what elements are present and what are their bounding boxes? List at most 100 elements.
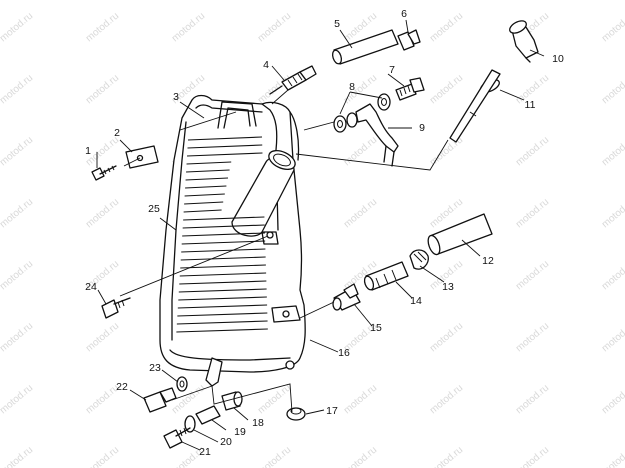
tank-rib <box>176 328 268 333</box>
tank-rib <box>185 177 229 181</box>
tank-rib <box>182 232 265 237</box>
callout-12: 12 <box>482 255 494 267</box>
watermark-text: motod.ru <box>514 445 551 468</box>
fitting-18 <box>221 391 243 411</box>
tank-rib <box>186 161 232 165</box>
bolt-7 <box>395 77 425 101</box>
watermark-text: motod.ru <box>342 73 379 107</box>
watermark-text: motod.ru <box>428 383 465 417</box>
callout-25: 25 <box>148 203 160 215</box>
sleeve-19 <box>195 405 221 425</box>
tank-rib <box>179 280 267 285</box>
watermark-text: motod.ru <box>84 11 121 45</box>
watermark-text: motod.ru <box>0 197 35 231</box>
screw-1 <box>91 165 117 181</box>
watermark-text: motod.ru <box>600 383 625 417</box>
callout-11: 11 <box>525 99 536 111</box>
tank-rib <box>187 136 263 141</box>
tank-ribs <box>176 136 268 333</box>
callout-22: 22 <box>116 381 128 393</box>
callout-7: 7 <box>389 64 395 76</box>
watermark-text: motod.ru <box>428 445 465 468</box>
hose-12 <box>427 213 493 256</box>
tank-rib <box>177 312 268 317</box>
watermark-text: motod.ru <box>514 321 551 355</box>
hose-5 <box>331 29 399 65</box>
tank-rib <box>187 152 263 157</box>
watermark-text: motod.ru <box>170 11 207 45</box>
clamp-13 <box>409 249 429 270</box>
watermark-text: motod.ru <box>84 445 121 468</box>
callout-labels: 1 2 3 4 5 6 7 8 9 10 11 12 13 14 15 16 1… <box>85 8 564 458</box>
watermark-text: motod.ru <box>342 383 379 417</box>
tank-rib <box>176 320 268 325</box>
tank-rib <box>183 209 222 213</box>
nipple-6 <box>397 29 421 51</box>
callout-15: 15 <box>370 322 382 334</box>
leader-lines <box>96 19 545 451</box>
tank-rib <box>179 272 267 277</box>
callout-13: 13 <box>442 281 454 293</box>
fitting-14 <box>363 261 409 291</box>
watermark-text: motod.ru <box>342 197 379 231</box>
watermark-text: motod.ru <box>428 321 465 355</box>
watermark-text: motod.ru <box>0 445 35 468</box>
washer-23 <box>176 376 188 392</box>
callout-14: 14 <box>410 295 422 307</box>
callout-6: 6 <box>401 8 407 20</box>
tank-rib <box>187 144 263 149</box>
watermark-text: motod.ru <box>600 197 625 231</box>
tank-rib <box>184 201 224 205</box>
tank-rib <box>178 296 267 301</box>
watermark-text: motod.ru <box>84 321 121 355</box>
watermark-text: motod.ru <box>0 73 35 107</box>
watermark-text: motod.ru <box>84 73 121 107</box>
watermark-text: motod.ru <box>256 445 293 468</box>
watermark-text: motod.ru <box>600 445 625 468</box>
fitting-4 <box>269 65 317 95</box>
callout-21: 21 <box>199 446 211 458</box>
callout-16: 16 <box>338 347 350 359</box>
watermark-text: motod.ru <box>0 135 35 169</box>
watermark-text: motod.ru <box>600 321 625 355</box>
tank-rib <box>182 224 265 229</box>
watermark-text: motod.ru <box>600 73 625 107</box>
tank-rib <box>178 288 267 293</box>
watermark-text: motod.ru <box>514 383 551 417</box>
callout-8: 8 <box>349 81 355 93</box>
tank-rib <box>186 169 230 173</box>
dipstick-11 <box>449 69 501 143</box>
callout-19: 19 <box>234 426 246 438</box>
watermark-text: motod.ru <box>514 197 551 231</box>
callout-24: 24 <box>85 281 97 293</box>
watermark-text: motod.ru <box>600 11 625 45</box>
callout-3: 3 <box>173 91 179 103</box>
callout-9: 9 <box>419 122 425 134</box>
watermark-text: motod.ru <box>600 259 625 293</box>
watermark-text: motod.ru <box>514 259 551 293</box>
tank-rib <box>180 256 266 261</box>
tank-rib <box>185 185 227 189</box>
watermark-text: motod.ru <box>84 197 121 231</box>
tank-rib <box>181 248 266 253</box>
tank-rib <box>181 240 266 245</box>
callout-20: 20 <box>220 436 232 448</box>
tank-rib <box>180 264 266 269</box>
watermark-text: motod.ru <box>428 135 465 169</box>
dipstick-cap-10 <box>509 20 539 63</box>
bolt-21 <box>163 427 191 449</box>
watermark-text: motod.ru <box>0 383 35 417</box>
bolt-24 <box>101 297 131 319</box>
bracket-2 <box>125 145 159 169</box>
drain-plug-22 <box>143 387 177 413</box>
callout-18: 18 <box>252 417 264 429</box>
tank-rib <box>177 304 268 309</box>
tank-rib <box>183 216 265 221</box>
callout-2: 2 <box>114 127 120 139</box>
watermark-text: motod.ru <box>600 135 625 169</box>
watermark-text: motod.ru <box>0 11 35 45</box>
watermark-text: motod.ru <box>256 11 293 45</box>
watermark-text: motod.ru <box>428 11 465 45</box>
callout-17: 17 <box>326 405 338 417</box>
